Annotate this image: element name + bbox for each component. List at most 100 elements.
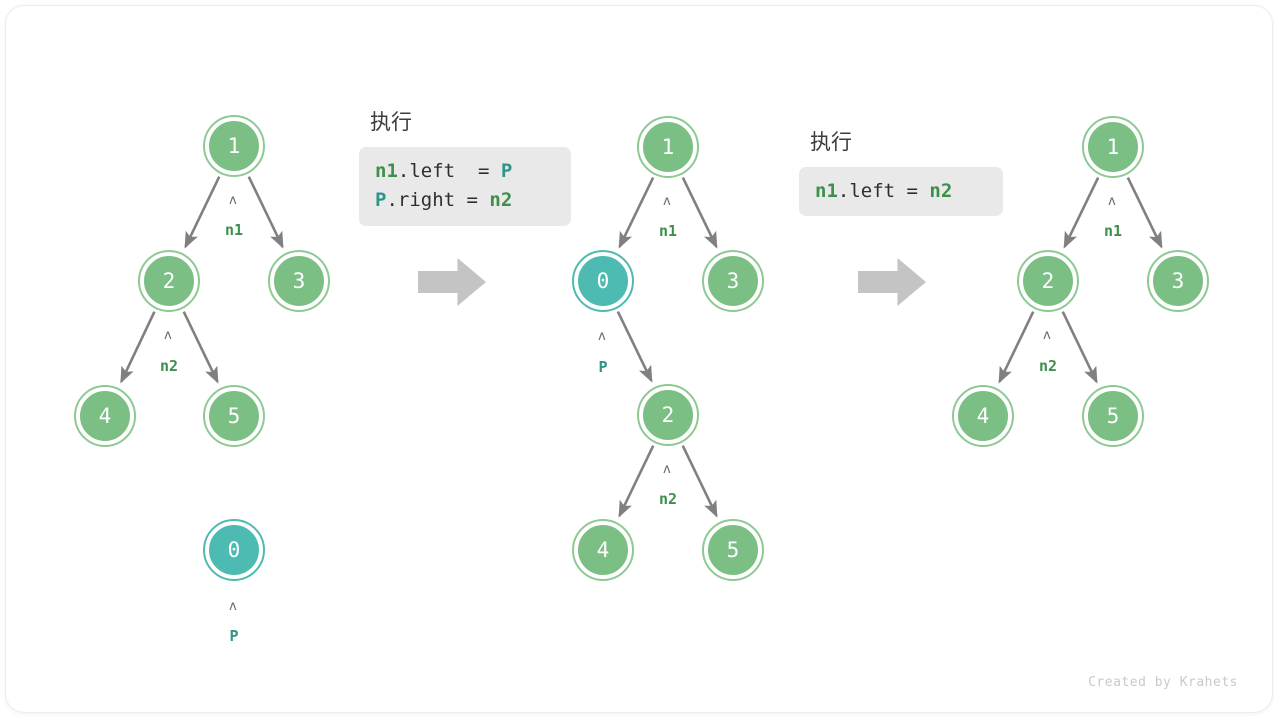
tree-node[interactable]: 2	[637, 384, 699, 446]
node-value: 4	[98, 403, 112, 428]
node-ring	[203, 519, 265, 581]
credit-text: Created by Krahets	[1088, 675, 1238, 690]
block-arrow-2	[858, 258, 926, 306]
node-ring	[952, 385, 1014, 447]
code-token: .right =	[386, 189, 490, 212]
pointer-caret-icon: ʌ	[229, 599, 237, 614]
tree-node[interactable]: 4	[74, 385, 136, 447]
pointer-caret-icon: ʌ	[164, 328, 172, 343]
pointer-caret-icon: ʌ	[1043, 328, 1051, 343]
node-value: 1	[1106, 134, 1120, 159]
tree-node[interactable]: 1	[203, 115, 265, 177]
tree-node[interactable]: 3	[702, 250, 764, 312]
code-line: P.right = n2	[375, 186, 555, 215]
block-arrow-1	[418, 258, 486, 306]
node-ring	[637, 384, 699, 446]
node-ring	[1082, 116, 1144, 178]
pointer-label: n1	[658, 222, 678, 240]
exec-label-1: 执行	[370, 111, 412, 134]
node-value: 2	[162, 268, 176, 293]
tree-edges	[120, 176, 1163, 518]
tree-node[interactable]: 0	[203, 519, 265, 581]
tree-edge	[1063, 177, 1100, 249]
node-value: 3	[726, 268, 740, 293]
pointer-label: n2	[658, 490, 678, 508]
code-token: P	[500, 160, 513, 182]
tree-edge	[681, 445, 718, 518]
tree-edge	[618, 177, 655, 249]
node-value: 3	[292, 268, 306, 293]
code-token: P	[375, 189, 387, 212]
pointer-caret-icon: ʌ	[1108, 194, 1116, 209]
code-line: n1.left = n2	[815, 177, 987, 206]
exec-label-2: 执行	[810, 131, 852, 154]
code-line: n1.left = P	[375, 157, 555, 186]
tree-node[interactable]: 5	[1082, 385, 1144, 447]
node-ring	[203, 115, 265, 177]
pointer-label: P	[229, 627, 239, 645]
tree-node[interactable]: 5	[702, 519, 764, 581]
node-ring	[268, 250, 330, 312]
pointer-label: n2	[1038, 357, 1058, 375]
node-value: 1	[661, 134, 675, 159]
code-token: n2	[929, 180, 953, 202]
node-ring	[572, 519, 634, 581]
tree-node[interactable]: 1	[637, 116, 699, 178]
block-arrows	[418, 258, 926, 306]
edges-layer	[120, 176, 1163, 518]
code-token: .left =	[837, 180, 930, 202]
tree-edge	[1126, 177, 1163, 249]
tree-node[interactable]: 2	[1017, 250, 1079, 312]
node-value: 5	[1106, 403, 1120, 428]
tree-edge	[1061, 311, 1098, 384]
node-value: 2	[1041, 268, 1055, 293]
node-value: 4	[976, 403, 990, 428]
node-ring	[1082, 385, 1144, 447]
pointer-caret-icon: ʌ	[663, 462, 671, 477]
tree-edge	[247, 176, 284, 249]
tree-node[interactable]: 3	[1147, 250, 1209, 312]
tree-node[interactable]: 5	[203, 385, 265, 447]
code-token: .left =	[397, 160, 501, 182]
pointer-label: n1	[224, 221, 244, 239]
tree-edge	[182, 311, 219, 384]
pointer-label: n2	[159, 357, 179, 375]
pointer-caret-icon: ʌ	[229, 193, 237, 208]
tree-edge	[184, 176, 221, 249]
node-ring	[74, 385, 136, 447]
code-token: n1	[815, 180, 838, 202]
tree-node[interactable]: 0	[572, 250, 634, 312]
code-token: n2	[489, 189, 513, 212]
node-value: 0	[227, 537, 241, 562]
code-token: n1	[375, 160, 398, 182]
node-ring	[1017, 250, 1079, 312]
node-ring	[138, 250, 200, 312]
node-value: 1	[227, 133, 241, 158]
code-block-2: n1.left = n2	[799, 167, 1003, 217]
node-ring	[637, 116, 699, 178]
node-ring	[203, 385, 265, 447]
node-ring	[702, 250, 764, 312]
tree-node[interactable]: 1	[1082, 116, 1144, 178]
node-value: 0	[596, 268, 610, 293]
tree-node[interactable]: 4	[952, 385, 1014, 447]
node-ring	[702, 519, 764, 581]
node-value: 4	[596, 537, 610, 562]
tree-edge	[998, 311, 1035, 384]
pointer-label: P	[598, 358, 608, 376]
tree-node[interactable]: 4	[572, 519, 634, 581]
tree-edge	[120, 311, 156, 384]
node-value: 5	[227, 403, 241, 428]
pointer-caret-icon: ʌ	[663, 194, 671, 209]
pointer-caret-icon: ʌ	[598, 329, 606, 344]
tree-node[interactable]: 3	[268, 250, 330, 312]
tree-edge	[616, 311, 653, 383]
node-ring	[572, 250, 634, 312]
tree-edge	[681, 177, 718, 249]
node-value: 5	[726, 537, 740, 562]
node-ring	[1147, 250, 1209, 312]
tree-node[interactable]: 2	[138, 250, 200, 312]
